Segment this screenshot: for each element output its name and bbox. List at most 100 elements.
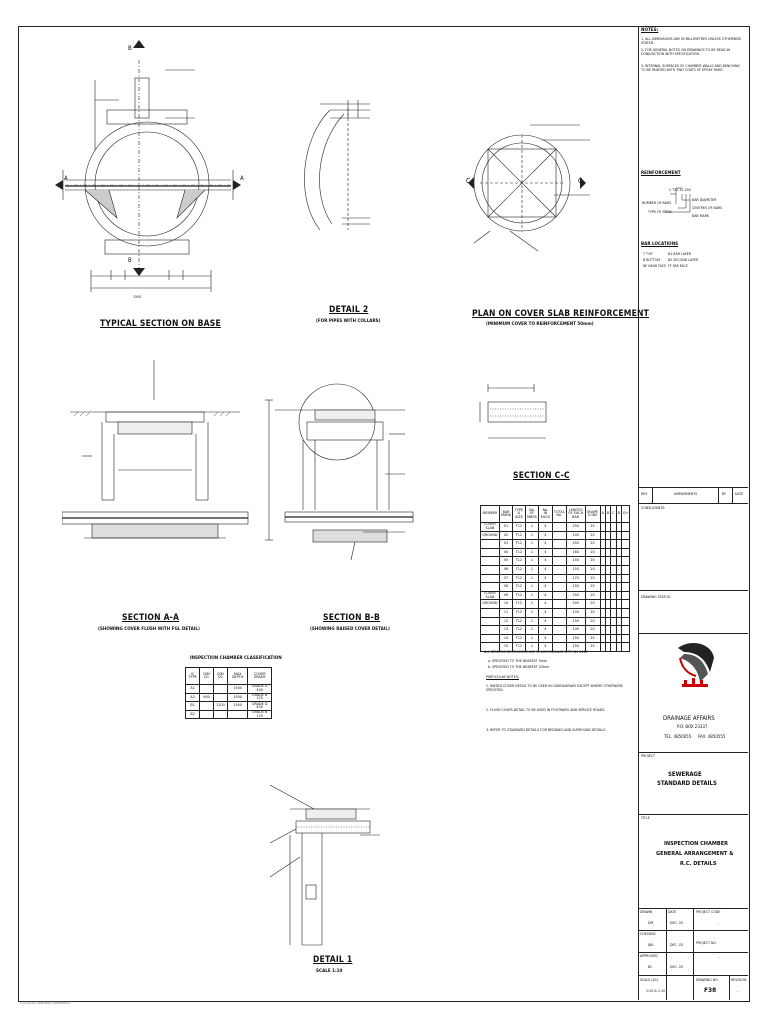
title-line-3: R.C. DETAILS — [680, 861, 717, 867]
classification-header-row: IC TYPE DIM D1 DIM D2 MAX DEPTH COVER GR… — [184, 667, 272, 685]
schedule-cell — [551, 530, 567, 541]
schedule-cell: 20 — [584, 590, 601, 601]
telephone: TEL. 4850655 — [664, 735, 692, 740]
tb-line — [638, 503, 748, 504]
section-aa-title: SECTION A-A — [122, 613, 180, 623]
particular-note-2: 2. FLUSH COVER DETAIL TO BE USED IN FOOT… — [486, 708, 606, 712]
schedule-cell — [480, 582, 500, 592]
schedule-cell: 20 — [584, 530, 601, 541]
schedule-cell — [621, 625, 630, 635]
note-1: 1. ALL DIMENSIONS ARE IN MILLIMETRES UNL… — [641, 37, 742, 46]
schedule-cell: T12 — [512, 599, 526, 609]
bar-schedule-table: MEMBER BAR MARK TYPE & SIZE No. OF MBRS … — [480, 505, 630, 652]
classification-cell: B2 — [184, 709, 201, 720]
bar-location-4: B1 BAR LAYER — [668, 252, 692, 256]
schedule-header: BAR MARK — [498, 505, 514, 523]
detail2-subtitle: (FOR PIPES WITH COLLARS) — [316, 319, 381, 324]
classification-cell — [199, 709, 214, 720]
tb-line — [732, 487, 733, 503]
notes-heading: NOTES: — [641, 28, 659, 33]
schedule-cell — [621, 539, 630, 549]
note-2: 2. FOR GENERAL NOTES ON DRAWINGS TO BE R… — [641, 48, 730, 57]
detail1-title: DETAIL 1 — [313, 955, 353, 965]
schedule-cell: 1 — [524, 530, 540, 541]
drawn-label: DRAWN — [640, 910, 653, 914]
cover-slab-plan-drawing — [468, 124, 590, 252]
schedule-cell: 12 — [498, 616, 514, 627]
particular-note-3: 3. REFER TO STANDARD DETAILS FOR BEDDING… — [486, 728, 607, 732]
schedule-cell: 20 — [584, 556, 601, 566]
schedule-cell — [551, 522, 567, 532]
section-cc-title: SECTION C-C — [513, 471, 570, 481]
schedule-cell — [621, 599, 630, 609]
po-box: P.O. BOX 23337 — [677, 725, 708, 730]
title-line-2: GENERAL ARRANGEMENT & — [656, 851, 734, 857]
classification-header: DIM D1 — [199, 667, 214, 685]
schedule-cell: 4 — [538, 522, 553, 532]
tb-line — [638, 814, 748, 815]
schedule-cell: T12 — [512, 616, 526, 627]
schedule-cell: T12 — [512, 607, 526, 618]
schedule-cell: 150 — [565, 556, 586, 566]
schedule-cell: 4 — [538, 573, 553, 584]
schedule-cell: 4 — [538, 616, 553, 627]
cover-slab-plan-subtitle: (MINIMUM COVER TO REINFORCEMENT 50mm) — [486, 322, 594, 327]
schedule-header: No. IN EACH — [538, 505, 553, 523]
tb-line — [666, 908, 667, 1000]
schedule-header: TOTAL No. — [551, 505, 567, 523]
section-mark-a: A — [240, 175, 244, 182]
classification-cell: 900 — [199, 692, 214, 703]
particular-notes-heading: PARTICULAR NOTES: — [486, 675, 519, 679]
schedule-cell: 4 — [538, 564, 553, 575]
project-code-value: - — [718, 921, 720, 926]
schedule-cell: 10 — [498, 599, 514, 609]
project-no-value: - — [718, 955, 720, 960]
section-mark-c: C — [466, 177, 471, 185]
schedule-cell — [480, 564, 500, 575]
bar-label-centres: CENTRES OF BARS — [692, 206, 723, 210]
schedule-cell — [551, 625, 567, 635]
bar-locations-heading: BAR LOCATIONS — [641, 242, 679, 247]
classification-header: MAX DEPTH — [227, 667, 249, 685]
checked-value: JBA — [648, 943, 654, 947]
bar-label-number: NUMBER OF BARS — [642, 201, 672, 205]
schedule-header: No. OF MBRS — [524, 505, 540, 523]
schedule-cell — [480, 556, 500, 566]
classification-cell: A2 — [184, 692, 201, 703]
bar-label-steel: TYPE OF STEEL — [648, 210, 673, 214]
section-aa-subtitle: (SHOWING COVER FLUSH WITH FGL DETAIL) — [98, 627, 200, 632]
schedule-cell — [480, 633, 500, 644]
schedule-cell — [621, 633, 630, 644]
schedule-cell: 250 — [565, 522, 586, 532]
section-bb-title: SECTION B-B — [323, 613, 380, 623]
schedule-cell: 150 — [565, 582, 586, 592]
section-cc-drawing — [479, 384, 547, 439]
schedule-cell: 11 — [498, 607, 514, 618]
schedule-cell — [480, 625, 500, 635]
schedule-cell: 08 — [498, 582, 514, 592]
schedule-cell: 4 — [538, 547, 553, 558]
schedule-cell — [551, 564, 567, 575]
schedule-cell: 20 — [584, 539, 601, 549]
schedule-cell: T12 — [512, 564, 526, 575]
classification-cell — [227, 709, 249, 720]
detail1-scale: SCALE 1:10 — [316, 969, 343, 974]
approved-value: BC — [648, 965, 653, 969]
tb-line — [638, 633, 748, 634]
schedule-cell: 06 — [498, 564, 514, 575]
bar-label-diameter: BAR DIAMETER — [692, 198, 717, 202]
schedule-cell: 15 — [498, 642, 514, 652]
classification-header: IC TYPE — [184, 667, 201, 685]
schedule-header: MEMBER — [480, 505, 500, 523]
schedule-cell: 02 — [498, 530, 514, 541]
classification-cell: 1500 — [227, 684, 249, 694]
schedule-cell: 4 — [538, 582, 553, 592]
schedule-cell: 4 — [538, 539, 553, 549]
schedule-cell: 1 — [524, 582, 540, 592]
